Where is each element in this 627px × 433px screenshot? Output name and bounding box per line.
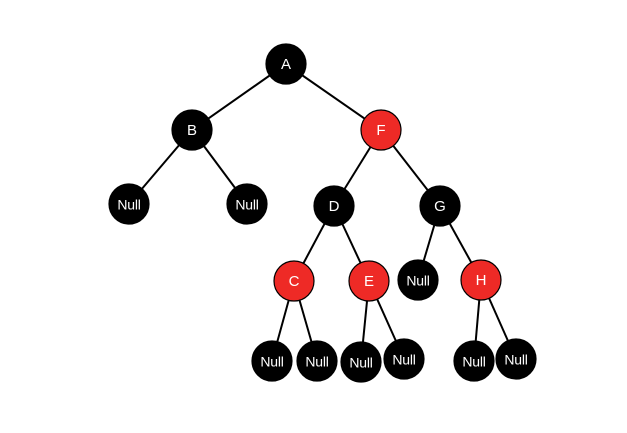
red-node-circle [348,260,390,302]
tree-node-b: B [171,109,213,151]
tree-node-d: D [313,185,355,227]
black-node-circle [340,341,382,383]
node-label: Null [504,352,527,368]
black-node-circle [251,340,293,382]
null-leaf-node: Null [296,340,338,382]
tree-node-f: F [360,109,402,151]
node-label: C [289,273,300,290]
node-label: Null [406,273,429,289]
node-label: G [434,198,446,215]
node-label: Null [392,352,415,368]
tree-node-a: A [265,43,307,85]
red-node-circle [273,260,315,302]
black-node-circle [296,340,338,382]
red-node-circle [460,259,502,301]
node-label: Null [462,354,485,370]
node-label: D [329,198,340,215]
node-label: Null [260,354,283,370]
node-label: A [281,56,291,73]
tree-node-g: G [419,185,461,227]
null-leaf-node: Null [383,338,425,380]
node-label: Null [305,354,328,370]
black-node-circle [226,183,268,225]
black-node-circle [383,338,425,380]
tree-node-c: C [273,260,315,302]
node-label: E [364,273,374,290]
null-leaf-node: Null [397,259,439,301]
black-node-circle [397,259,439,301]
null-leaf-node: Null [453,340,495,382]
red-node-circle [360,109,402,151]
black-node-circle [265,43,307,85]
null-leaf-node: Null [108,183,150,225]
node-label: Null [117,197,140,213]
black-node-circle [495,338,537,380]
null-leaf-node: Null [340,341,382,383]
black-node-circle [108,183,150,225]
black-node-circle [419,185,461,227]
black-node-circle [313,185,355,227]
black-node-circle [171,109,213,151]
node-label: B [187,122,197,139]
node-label: Null [235,197,258,213]
tree-node-e: E [348,260,390,302]
null-leaf-node: Null [226,183,268,225]
black-node-circle [453,340,495,382]
node-label: Null [349,355,372,371]
tree-node-h: H [460,259,502,301]
node-label: F [376,122,385,139]
null-leaf-node: Null [495,338,537,380]
null-leaf-node: Null [251,340,293,382]
node-label: H [476,272,487,289]
